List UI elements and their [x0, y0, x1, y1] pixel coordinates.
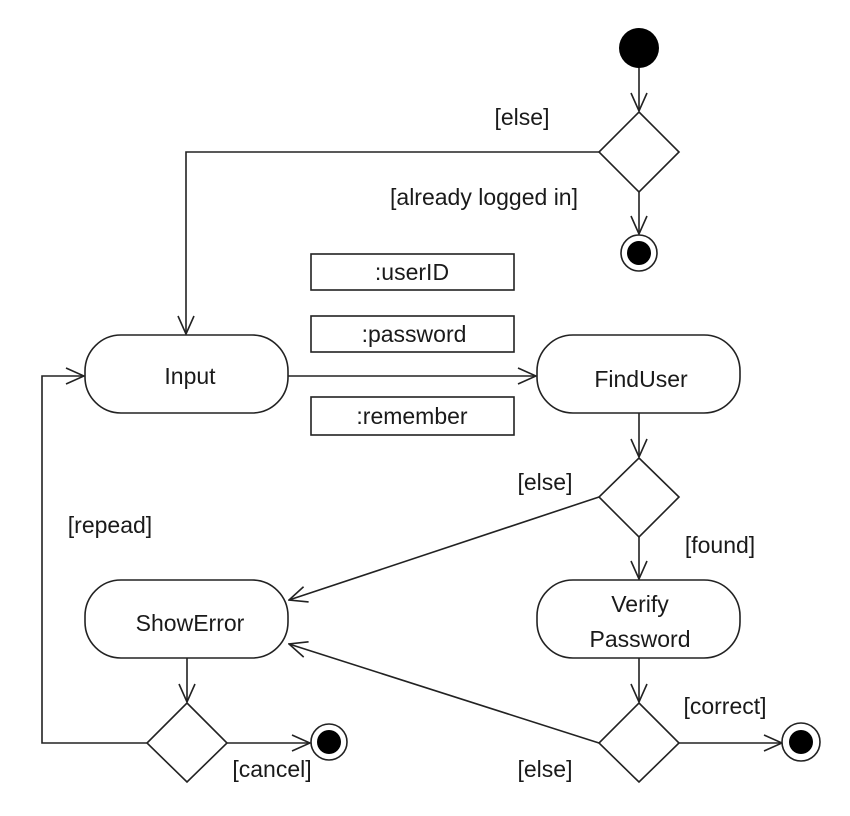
object-node-remember-label: :remember: [356, 403, 468, 429]
guard-already-logged-in: [already logged in]: [390, 184, 578, 210]
decision-user-found: [597, 456, 681, 539]
guard-find-else: [else]: [518, 469, 573, 495]
guard-cancel: [cancel]: [232, 756, 311, 782]
action-show-error-label: ShowError: [136, 610, 245, 636]
object-node-remember: [310, 396, 515, 436]
guard-repeat: [repead]: [68, 512, 152, 538]
guard-correct: [correct]: [683, 693, 766, 719]
decision-login-check: [597, 110, 681, 194]
action-input-label: Input: [164, 363, 216, 389]
initial-node: [619, 28, 659, 68]
guard-verify-else: [else]: [518, 756, 573, 782]
final-node-cancel: [310, 723, 348, 761]
object-node-userid: [310, 253, 515, 291]
flow-incorrect-to-showerror: [289, 644, 600, 744]
action-verify-password-label-line1: Verify: [611, 591, 669, 617]
action-verify-password-label-line2: Password: [590, 626, 691, 652]
action-find-user-label: FindUser: [594, 366, 688, 392]
object-node-password: [310, 315, 515, 353]
decision-password-correct: [597, 701, 681, 784]
action-input: [84, 334, 289, 414]
flow-notfound-to-showerror: [289, 496, 600, 600]
flow-repeat-to-input: [41, 376, 147, 744]
flow-else-to-input: [186, 151, 599, 334]
decision-retry: [145, 701, 229, 784]
final-node-success: [781, 722, 821, 762]
object-node-password-label: :password: [362, 321, 467, 347]
final-node-logged-in: [620, 234, 658, 272]
object-node-userid-label: :userID: [375, 259, 449, 285]
guard-found: [found]: [685, 532, 755, 558]
guard-start-else: [else]: [495, 104, 550, 130]
